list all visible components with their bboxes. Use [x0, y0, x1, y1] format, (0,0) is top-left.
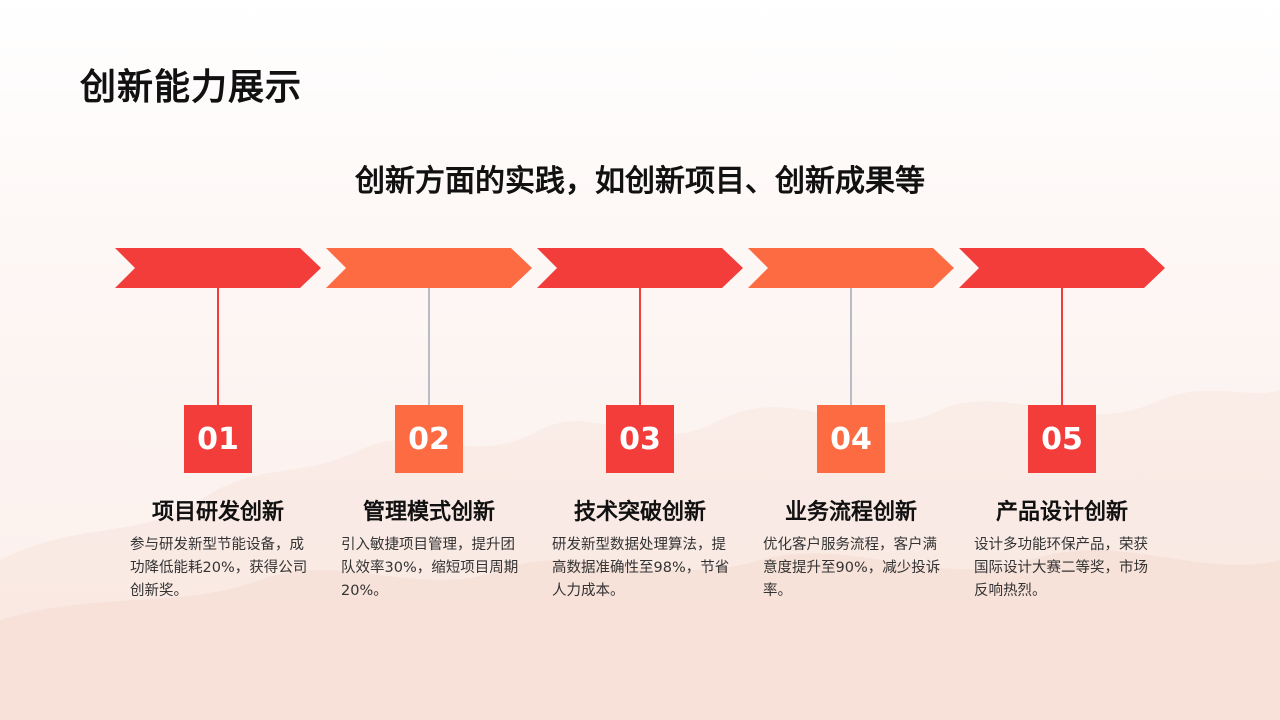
step-5: 05 产品设计创新 设计多功能环保产品，荣获国际设计大赛二等奖，市场反响热烈。: [959, 0, 1169, 720]
connector-line: [428, 288, 430, 406]
arrow-step-3: [537, 248, 743, 288]
arrow-step-4: [748, 248, 954, 288]
step-number-badge: 03: [606, 405, 674, 473]
step-1: 01 项目研发创新 参与研发新型节能设备，成功降低能耗20%，获得公司创新奖。: [115, 0, 325, 720]
step-3: 03 技术突破创新 研发新型数据处理算法，提高数据准确性至98%，节省人力成本。: [537, 0, 747, 720]
step-title: 技术突破创新: [573, 500, 706, 525]
arrow-step-5: [959, 248, 1165, 288]
step-description: 研发新型数据处理算法，提高数据准确性至98%，节省人力成本。: [552, 537, 730, 599]
step-2: 02 管理模式创新 引入敏捷项目管理，提升团队效率30%，缩短项目周期20%。: [326, 0, 536, 720]
step-title: 产品设计创新: [995, 500, 1128, 525]
step-number-badge: 02: [395, 405, 463, 473]
step-description: 设计多功能环保产品，荣获国际设计大赛二等奖，市场反响热烈。: [974, 537, 1148, 599]
step-number-badge: 04: [817, 405, 885, 473]
connector-line: [1061, 288, 1063, 406]
step-description: 引入敏捷项目管理，提升团队效率30%，缩短项目周期20%。: [341, 537, 519, 599]
arrow-step-1: [115, 248, 321, 288]
step-description: 优化客户服务流程，客户满意度提升至90%，减少投诉率。: [763, 537, 941, 599]
step-title: 项目研发创新: [151, 500, 284, 525]
step-description: 参与研发新型节能设备，成功降低能耗20%，获得公司创新奖。: [130, 537, 308, 599]
arrow-step-2: [326, 248, 532, 288]
step-number-badge: 05: [1028, 405, 1096, 473]
connector-line: [850, 288, 852, 406]
page-title: 创新能力展示: [80, 67, 303, 108]
step-4: 04 业务流程创新 优化客户服务流程，客户满意度提升至90%，减少投诉率。: [748, 0, 958, 720]
page-subtitle: 创新方面的实践，如创新项目、创新成果等: [355, 164, 925, 199]
step-title: 管理模式创新: [362, 500, 495, 525]
connector-line: [639, 288, 641, 406]
step-number-badge: 01: [184, 405, 252, 473]
step-title: 业务流程创新: [784, 500, 917, 525]
connector-line: [217, 288, 219, 406]
